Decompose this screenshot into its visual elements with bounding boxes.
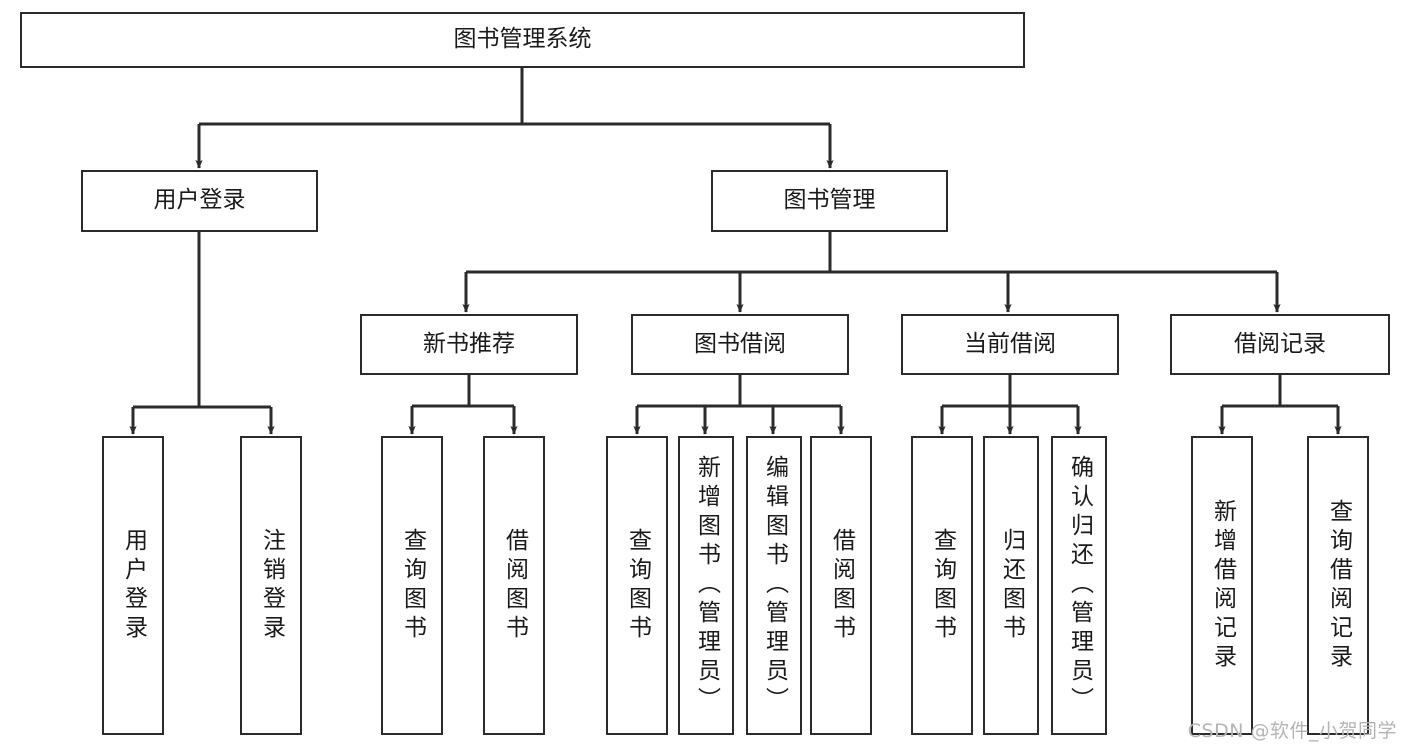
- node-label: 查询图书: [929, 527, 956, 644]
- leaf-recommend-query-book[interactable]: 查询图书: [381, 436, 443, 735]
- node-root-system[interactable]: 图书管理系统: [20, 12, 1025, 68]
- leaf-borrow-query-book[interactable]: 查询图书: [606, 436, 668, 735]
- node-book-management[interactable]: 图书管理: [711, 170, 948, 232]
- leaf-borrow-borrow-book[interactable]: 借阅图书: [810, 436, 872, 735]
- node-label: 确认归还（管理员）: [1066, 455, 1093, 716]
- node-label: 图书管理: [783, 187, 876, 214]
- leaf-record-add-record[interactable]: 新增借阅记录: [1191, 436, 1253, 735]
- node-label: 图书管理系统: [453, 26, 592, 53]
- node-label: 查询图书: [624, 527, 651, 644]
- leaf-record-query-record[interactable]: 查询借阅记录: [1307, 436, 1369, 735]
- node-label: 注销登录: [258, 527, 285, 644]
- node-label: 新增借阅记录: [1209, 498, 1236, 673]
- leaf-current-confirm-return-admin[interactable]: 确认归还（管理员）: [1051, 436, 1107, 735]
- leaf-user-login-logout[interactable]: 注销登录: [240, 436, 302, 735]
- leaf-current-return-book[interactable]: 归还图书: [983, 436, 1039, 735]
- leaf-borrow-add-book-admin[interactable]: 新增图书（管理员）: [678, 436, 734, 735]
- node-new-book-recommend[interactable]: 新书推荐: [360, 314, 578, 375]
- node-label: 借阅记录: [1234, 330, 1326, 357]
- node-label: 查询借阅记录: [1325, 498, 1352, 673]
- node-label: 当前借阅: [964, 330, 1056, 357]
- node-label: 新增图书（管理员）: [693, 455, 720, 716]
- node-borrow-record[interactable]: 借阅记录: [1170, 314, 1390, 375]
- node-label: 用户登录: [120, 527, 147, 644]
- leaf-current-query-book[interactable]: 查询图书: [911, 436, 973, 735]
- node-label: 查询图书: [399, 527, 426, 644]
- node-label: 新书推荐: [423, 330, 515, 357]
- node-label: 借阅图书: [501, 527, 528, 644]
- node-label: 编辑图书（管理员）: [761, 455, 788, 716]
- leaf-recommend-borrow-book[interactable]: 借阅图书: [483, 436, 545, 735]
- watermark-text: CSDN @软件_小贺同学: [1187, 720, 1397, 742]
- node-label: 用户登录: [153, 187, 246, 214]
- node-book-borrow[interactable]: 图书借阅: [631, 314, 849, 375]
- leaf-user-login-login[interactable]: 用户登录: [102, 436, 164, 735]
- node-label: 归还图书: [998, 527, 1025, 644]
- node-current-borrow[interactable]: 当前借阅: [901, 314, 1119, 375]
- node-label: 图书借阅: [694, 330, 786, 357]
- leaf-borrow-edit-book-admin[interactable]: 编辑图书（管理员）: [746, 436, 802, 735]
- node-user-login[interactable]: 用户登录: [81, 170, 318, 232]
- node-label: 借阅图书: [828, 527, 855, 644]
